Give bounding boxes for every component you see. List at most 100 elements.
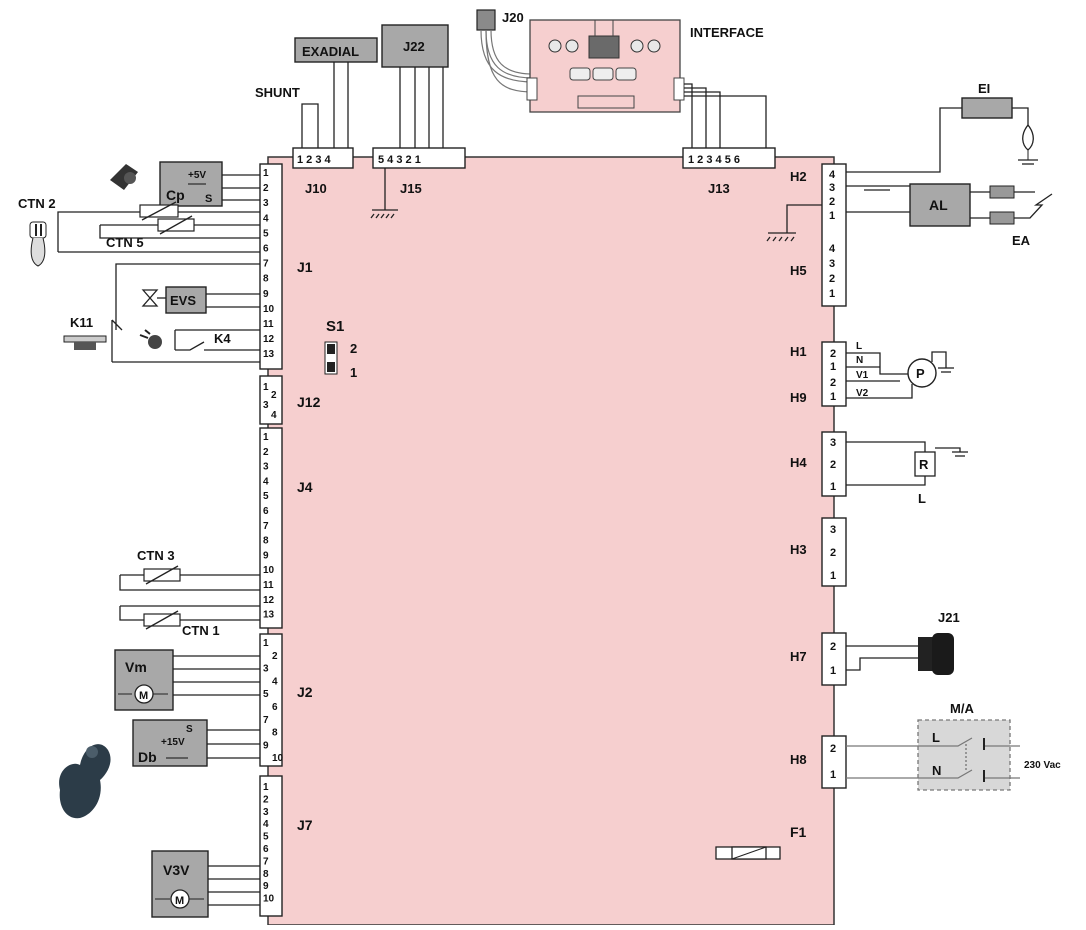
pin-number: 7 (263, 521, 269, 532)
pin-number: 9 (263, 289, 269, 300)
pin-number: 4 (272, 676, 278, 687)
k11-contact (111, 319, 123, 362)
pin-number: 4 (263, 476, 269, 487)
valve-icon (141, 289, 159, 307)
ctn5-label: CTN 5 (106, 235, 144, 250)
j15-label: J15 (400, 181, 422, 196)
h2-pin: 2 (829, 196, 835, 208)
j10-label: J10 (305, 181, 327, 196)
pin-number: 13 (263, 610, 275, 621)
interface-knob-icon (647, 39, 661, 53)
interface-knob-icon (630, 39, 644, 53)
h2-ground-wire (786, 204, 822, 233)
h1-pin: 1 (830, 361, 836, 373)
pin-number: 2 (263, 447, 269, 458)
s1-jumper (327, 344, 335, 354)
interface-wire (684, 87, 707, 148)
pin-number: 1 (263, 168, 269, 179)
ctn2-sensor-icon (29, 221, 47, 267)
pin-number: 4 (263, 213, 269, 224)
pin-number: 9 (263, 550, 269, 561)
pump-label: P (916, 366, 925, 381)
h2-pin: 1 (829, 210, 835, 222)
j12-pin: 4 (271, 410, 277, 421)
pin-number: 5 (263, 228, 269, 239)
j22-label: J22 (403, 39, 425, 54)
h2-pin: 4 (829, 169, 836, 181)
pin-number: 7 (263, 715, 269, 726)
v3v-m: M (175, 895, 184, 907)
h7-label: H7 (790, 649, 807, 664)
h9-pin: 1 (830, 391, 836, 403)
r-label: R (919, 457, 929, 472)
pin-number: 12 (263, 595, 275, 606)
pump-ground-wire (931, 351, 947, 368)
ea-electrode (989, 211, 1015, 225)
j20-plug (476, 9, 496, 31)
h8-pin: 1 (830, 769, 836, 781)
h2-h5-strip (821, 163, 847, 307)
ctn1-wire (119, 605, 260, 621)
j20-cable (480, 29, 534, 83)
pin-number: 11 (263, 580, 274, 591)
pin-number: 5 (263, 689, 269, 700)
h4-pin: 3 (830, 437, 836, 449)
spark-icon (1014, 191, 1053, 219)
interface-button-icon (592, 67, 614, 81)
j13-pins: 1 2 3 4 5 6 (688, 154, 740, 166)
db-label: Db (138, 749, 157, 765)
ma-l: L (932, 730, 940, 745)
cp-5v: +5V (188, 170, 206, 181)
k4-label: K4 (214, 331, 231, 346)
h2-label: H2 (790, 169, 807, 184)
pin-number: 10 (263, 894, 275, 905)
pin-number: 1 (263, 638, 269, 649)
h7-pin: 1 (830, 665, 836, 677)
h5-pin: 1 (829, 288, 835, 300)
pin-number: 9 (263, 881, 269, 892)
ma-n: N (932, 763, 941, 778)
pin-number: 8 (272, 728, 278, 739)
h3-pin: 1 (830, 570, 836, 582)
ei-label: EI (978, 81, 990, 96)
ctn3-arrow (145, 565, 179, 585)
flow-sensor-icon (59, 744, 111, 819)
j20-cable (490, 29, 534, 75)
h5-pin: 2 (829, 273, 835, 285)
ea-electrode (989, 185, 1015, 199)
j12-strip (259, 375, 283, 425)
s1-label: S1 (326, 318, 344, 335)
pin-number: 1 (263, 432, 269, 443)
h4-wire (846, 441, 926, 452)
h5-pin: 3 (829, 258, 835, 270)
j4-strip (259, 427, 283, 629)
j12-pin: 1 (263, 382, 269, 393)
pin-number: 8 (263, 869, 269, 880)
j12-pin: 2 (271, 390, 277, 401)
al-label: AL (929, 197, 948, 213)
h4-strip (821, 431, 847, 497)
j15-strip (372, 147, 466, 169)
pin-number: 9 (263, 740, 269, 751)
main-board (267, 156, 835, 926)
pin-number: 6 (263, 506, 269, 517)
j1-label: J1 (297, 259, 313, 275)
j21-connector-icon (918, 633, 954, 675)
pin-number: 8 (263, 274, 269, 285)
shunt-label: SHUNT (255, 85, 300, 100)
h9-pin: 2 (830, 377, 836, 389)
j4-label: J4 (297, 479, 313, 495)
j20-label: J20 (502, 10, 524, 25)
h9-v2: V2 (856, 388, 869, 399)
h4-pin: 1 (830, 481, 836, 493)
pin-number: 2 (272, 651, 278, 662)
pin-number: 7 (263, 856, 269, 867)
j21-label: J21 (938, 610, 960, 625)
j20-cable (485, 29, 534, 93)
h4-wire (846, 475, 926, 486)
ground-hatch (370, 213, 395, 219)
pin-number: 13 (263, 349, 275, 360)
